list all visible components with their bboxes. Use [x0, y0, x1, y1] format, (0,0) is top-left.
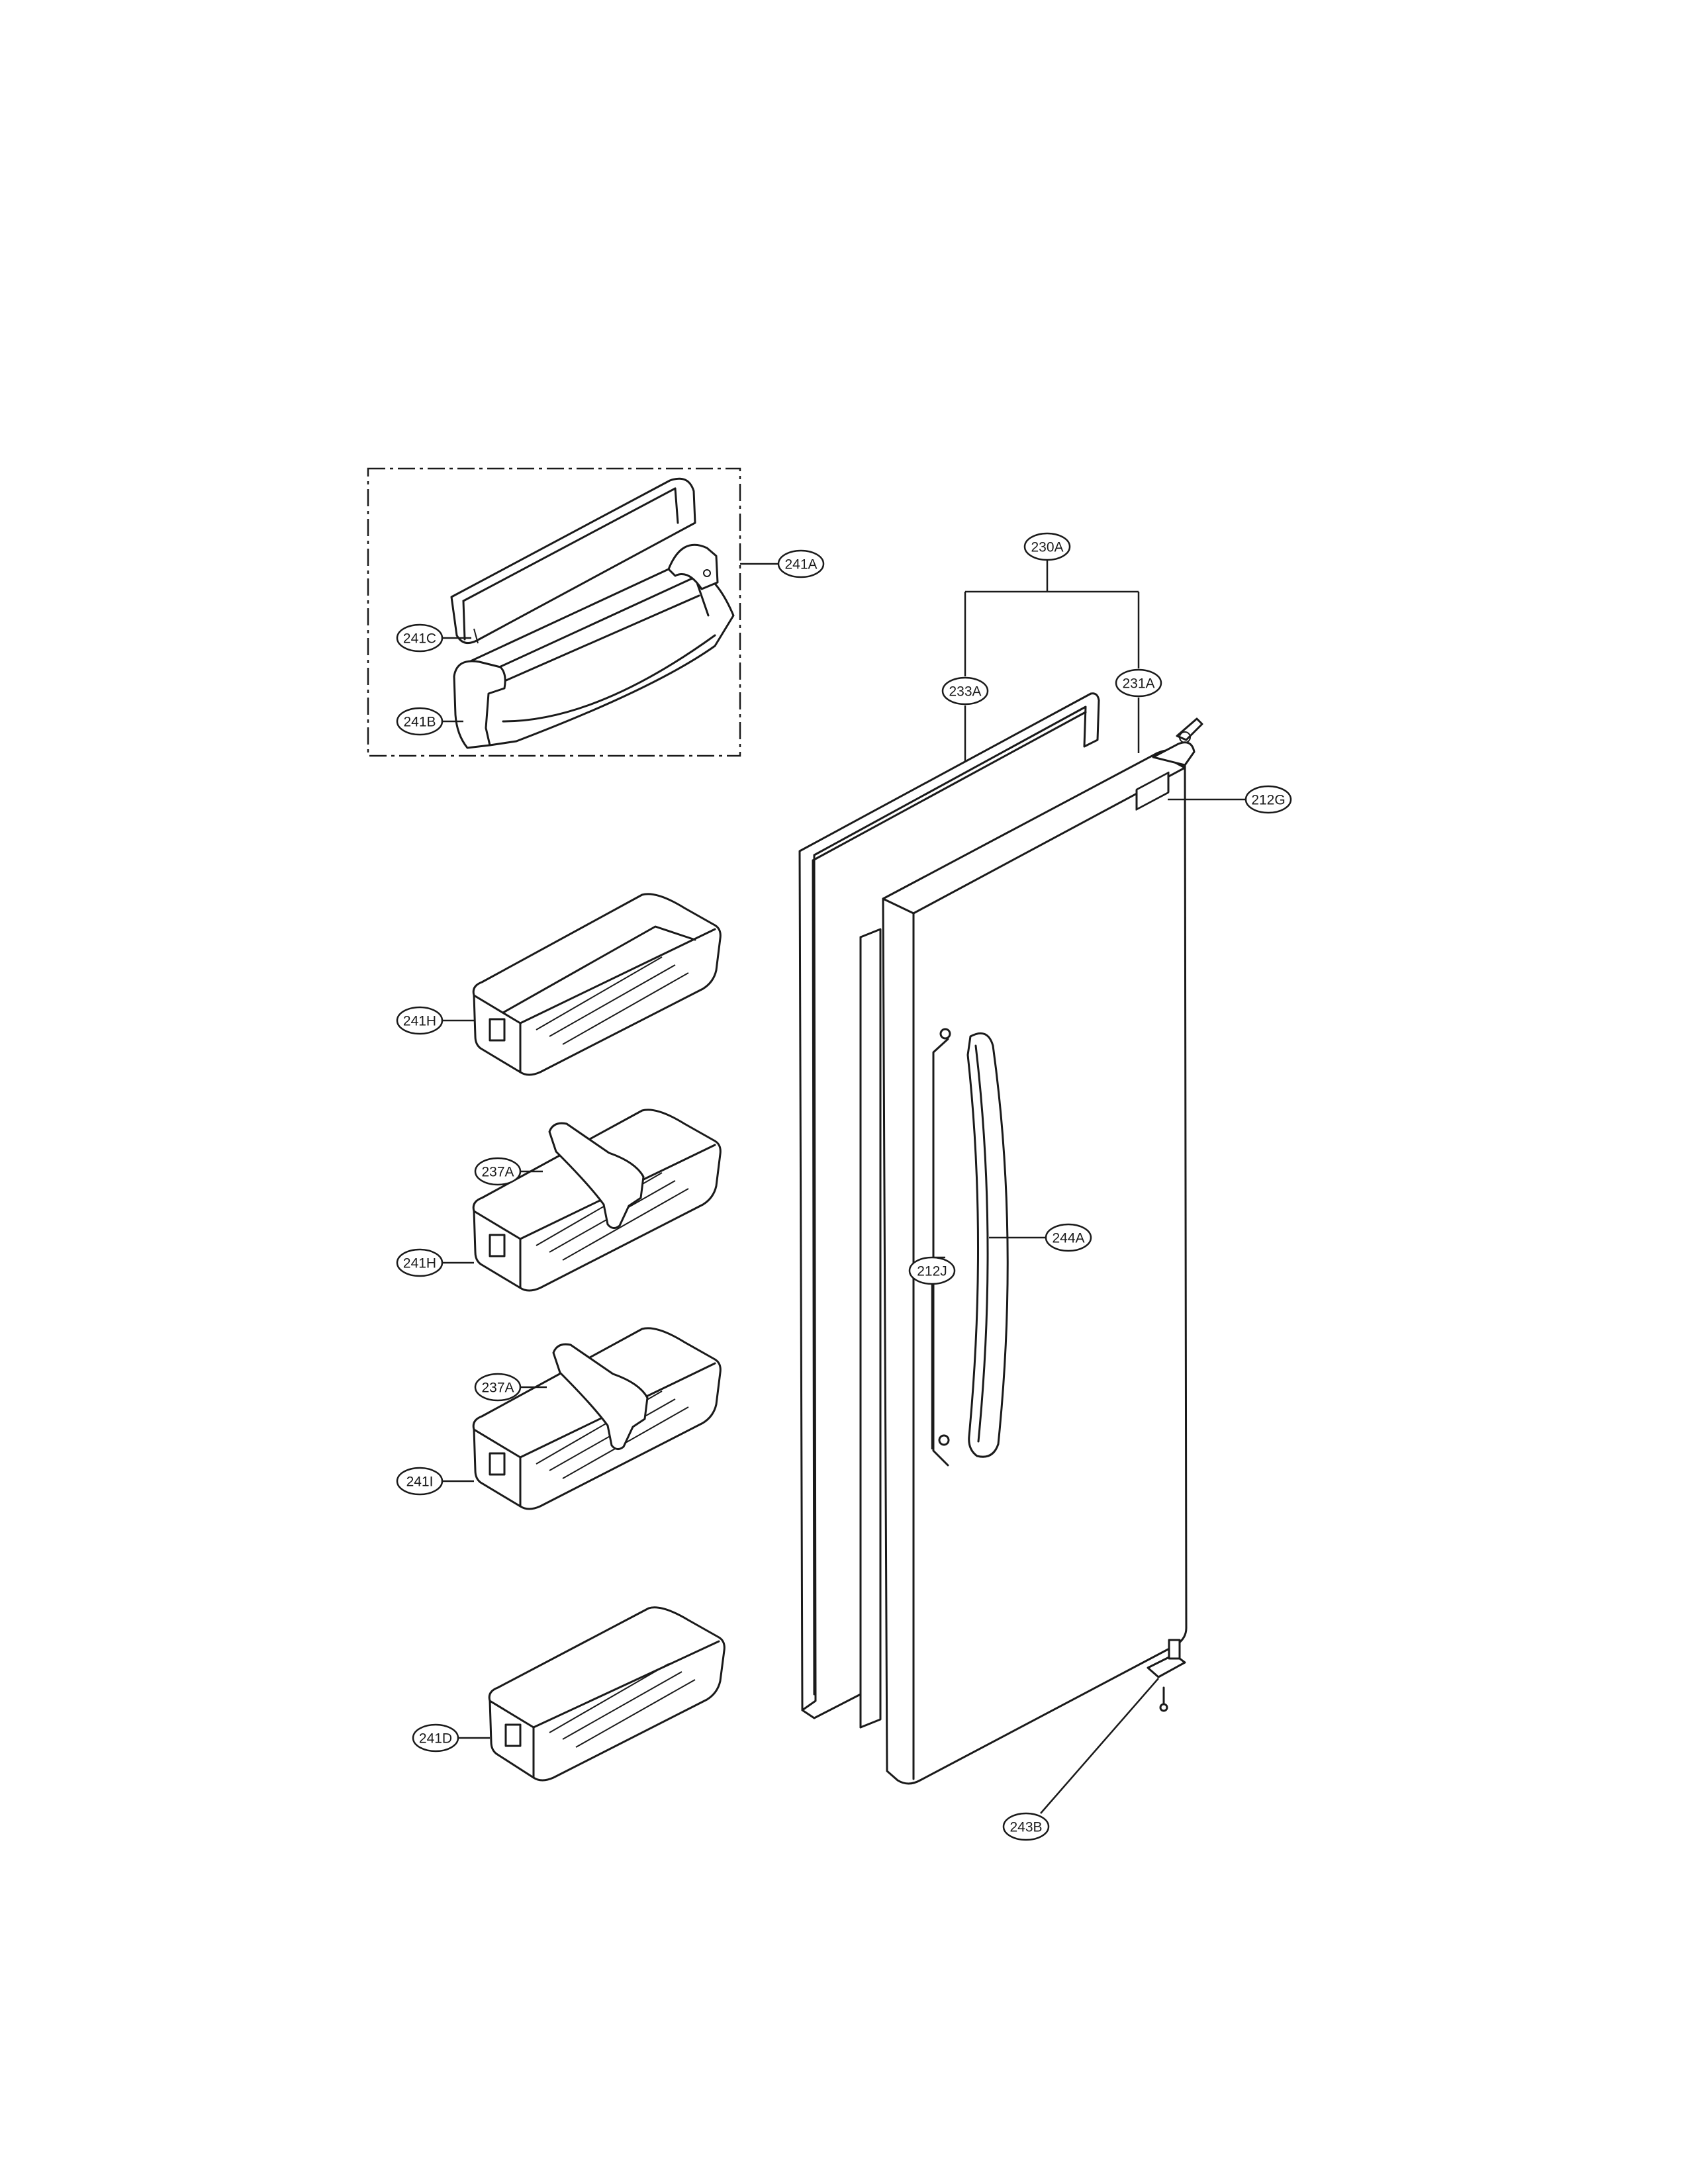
callout-212j: 212J [908, 1256, 956, 1285]
callout-label: 243B [1009, 1820, 1042, 1835]
door-basket-241h-1 [472, 893, 722, 1076]
door-basket-241h-2 [472, 1109, 722, 1292]
callout-label: 241H [403, 1014, 436, 1029]
callout-241h-2: 241H [396, 1248, 444, 1277]
callout-241d: 241D [412, 1723, 459, 1752]
callout-label: 230A [1031, 540, 1063, 555]
basket-body-part [453, 543, 735, 749]
door-gasket-233a [798, 692, 1100, 1719]
callout-label: 212J [917, 1264, 947, 1279]
callout-244a: 244A [1045, 1223, 1092, 1252]
callout-label: 233A [949, 684, 981, 700]
door-handle-244a [932, 1032, 1009, 1467]
callout-237a-2: 237A [474, 1373, 522, 1402]
door-basket-241d [488, 1606, 726, 1782]
handle-screws-212j [938, 1028, 951, 1446]
door-liner [859, 928, 882, 1729]
callout-243b: 243B [1002, 1812, 1050, 1841]
door-outer-panel-231a [882, 717, 1203, 1785]
door-basket-241i [472, 1327, 722, 1510]
callout-241i: 241I [396, 1467, 444, 1496]
callout-233a: 233A [941, 676, 989, 705]
callout-241b: 241B [396, 707, 444, 736]
callout-230a: 230A [1023, 532, 1071, 561]
callout-label: 241D [419, 1731, 452, 1747]
callout-label: 241C [403, 631, 436, 647]
bottle-divider-237a-1 [548, 1122, 645, 1229]
callout-231a: 231A [1115, 668, 1162, 698]
callout-237a-1: 237A [474, 1157, 522, 1186]
callout-label: 241A [784, 557, 817, 572]
callout-241c: 241C [396, 623, 444, 653]
callout-241a: 241A [777, 549, 825, 578]
bottom-hinge-243b [1147, 1639, 1186, 1712]
callout-label: 231A [1122, 676, 1154, 692]
callout-label: 237A [481, 1381, 514, 1396]
basket-cover-part [450, 477, 696, 645]
callout-241h-1: 241H [396, 1006, 444, 1035]
callout-label: 244A [1052, 1231, 1084, 1246]
callout-label: 241I [406, 1475, 434, 1490]
callout-label: 212G [1251, 793, 1285, 808]
callout-212g: 212G [1244, 785, 1292, 814]
callout-label: 237A [481, 1165, 514, 1180]
detail-box-241a [367, 467, 741, 757]
callout-label: 241H [403, 1256, 436, 1271]
bottle-divider-237a-2 [552, 1343, 649, 1450]
leader-lines [441, 560, 1246, 1814]
callout-label: 241B [403, 715, 436, 730]
